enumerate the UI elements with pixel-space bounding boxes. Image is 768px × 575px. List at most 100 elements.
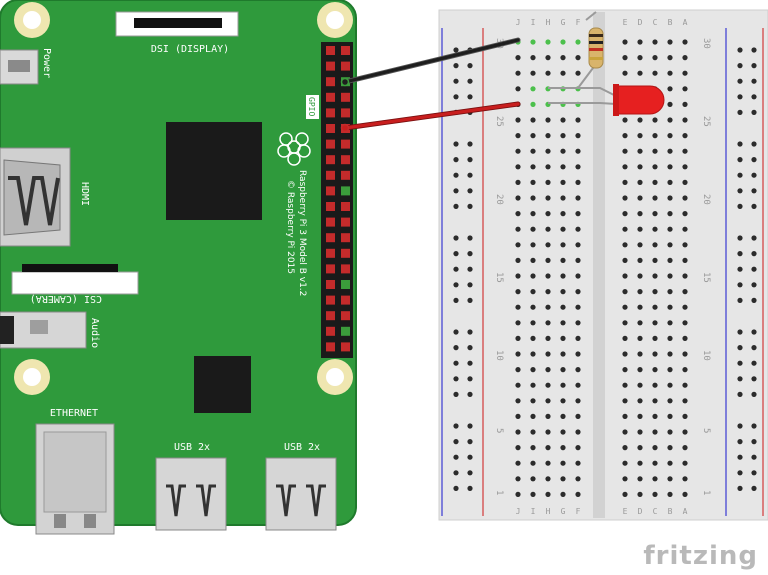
breadboard-hole bbox=[637, 195, 643, 201]
breadboard-hole bbox=[622, 382, 628, 388]
rail-hole bbox=[453, 203, 459, 209]
breadboard-hole bbox=[560, 179, 566, 185]
rail-hole bbox=[467, 157, 473, 163]
breadboard-hole bbox=[682, 39, 688, 45]
rail-hole bbox=[737, 63, 743, 69]
rail-hole bbox=[453, 470, 459, 476]
breadboard-hole bbox=[575, 242, 581, 248]
gpio-pin bbox=[326, 264, 335, 274]
hdmi-pins bbox=[8, 176, 60, 226]
resistor bbox=[577, 11, 604, 89]
breadboard-hole bbox=[637, 39, 643, 45]
breadboard-hole bbox=[667, 242, 673, 248]
breadboard-hole bbox=[682, 179, 688, 185]
breadboard-hole bbox=[560, 304, 566, 310]
breadboard-hole bbox=[545, 491, 551, 497]
column-letters-bottom: J I H G F E D C B A bbox=[516, 507, 688, 516]
raspberry-pi-board: DSI (DISPLAY) Power HDMI Raspberry Pi bbox=[0, 0, 357, 535]
breadboard-hole bbox=[637, 226, 643, 232]
breadboard-hole bbox=[637, 148, 643, 154]
breadboard-hole bbox=[667, 289, 673, 295]
breadboard-hole bbox=[515, 335, 521, 341]
breadboard-hole bbox=[560, 289, 566, 295]
breadboard-hole bbox=[637, 398, 643, 404]
breadboard-hole bbox=[652, 460, 658, 466]
audio-jack: Audio bbox=[0, 311, 100, 349]
rail-hole bbox=[737, 470, 743, 476]
breadboard-hole bbox=[652, 117, 658, 123]
row-number: 1 bbox=[494, 490, 504, 495]
resistor-band bbox=[589, 41, 603, 44]
fritzing-logo: fritzing bbox=[643, 541, 758, 571]
breadboard-hole bbox=[560, 476, 566, 482]
breadboard-hole bbox=[667, 226, 673, 232]
breadboard-hole bbox=[575, 476, 581, 482]
breadboard-hole bbox=[515, 320, 521, 326]
breadboard-hole bbox=[560, 211, 566, 217]
hdmi-label: HDMI bbox=[79, 182, 90, 206]
breadboard-hole bbox=[652, 445, 658, 451]
rail-hole bbox=[453, 329, 459, 335]
soc-chip bbox=[166, 122, 262, 220]
breadboard-hole bbox=[637, 289, 643, 295]
breadboard-hole bbox=[560, 257, 566, 263]
breadboard-hole bbox=[652, 351, 658, 357]
breadboard-hole bbox=[622, 491, 628, 497]
breadboard-hole bbox=[652, 367, 658, 373]
breadboard-hole bbox=[622, 242, 628, 248]
power-port bbox=[0, 49, 39, 85]
breadboard-hole bbox=[682, 460, 688, 466]
breadboard-hole bbox=[667, 335, 673, 341]
breadboard-hole bbox=[575, 304, 581, 310]
breadboard-hole bbox=[652, 382, 658, 388]
breadboard-hole bbox=[530, 55, 536, 61]
hdmi-connector: HDMI bbox=[0, 147, 90, 247]
rail-hole bbox=[737, 94, 743, 100]
col-letter: G bbox=[561, 507, 566, 516]
rail-hole bbox=[751, 47, 757, 53]
rail-hole bbox=[751, 470, 757, 476]
breadboard-hole bbox=[667, 179, 673, 185]
gpio-pin bbox=[326, 124, 335, 133]
rail-hole bbox=[737, 297, 743, 303]
rail-hole bbox=[751, 235, 757, 241]
row-number: 20 bbox=[494, 194, 504, 205]
breadboard-hole bbox=[622, 211, 628, 217]
breadboard-hole bbox=[545, 382, 551, 388]
gpio-pin bbox=[341, 248, 350, 258]
breadboard-hole bbox=[515, 289, 521, 295]
breadboard-hole bbox=[515, 382, 521, 388]
gpio-header: GPIO bbox=[306, 42, 353, 358]
breadboard-hole bbox=[575, 117, 581, 123]
breadboard-hole bbox=[667, 429, 673, 435]
breadboard-hole bbox=[515, 226, 521, 232]
breadboard-hole bbox=[575, 289, 581, 295]
breadboard-hole bbox=[637, 55, 643, 61]
rail-hole bbox=[453, 141, 459, 147]
col-letter: A bbox=[683, 18, 688, 27]
model-label: Raspberry Pi 3 Model B v1.2 bbox=[297, 170, 307, 296]
rail-hole bbox=[737, 423, 743, 429]
rail-hole bbox=[751, 94, 757, 100]
breadboard-hole bbox=[515, 367, 521, 373]
rail-hole bbox=[751, 63, 757, 69]
usb-controller-chip bbox=[194, 356, 251, 413]
col-letter: I bbox=[531, 18, 536, 27]
breadboard-hole bbox=[667, 304, 673, 310]
breadboard-hole bbox=[575, 133, 581, 139]
breadboard-hole bbox=[515, 257, 521, 263]
breadboard-hole bbox=[622, 55, 628, 61]
usb-label-1: USB 2x bbox=[174, 442, 210, 453]
breadboard-holes bbox=[453, 39, 757, 497]
breadboard-hole bbox=[652, 413, 658, 419]
breadboard-hole bbox=[575, 398, 581, 404]
wires bbox=[340, 37, 521, 133]
rail-hole bbox=[467, 470, 473, 476]
breadboard-hole bbox=[667, 55, 673, 61]
breadboard-hole bbox=[682, 226, 688, 232]
breadboard-hole bbox=[667, 491, 673, 497]
rail-hole bbox=[751, 251, 757, 257]
breadboard-hole bbox=[682, 413, 688, 419]
rail-hole bbox=[453, 78, 459, 84]
